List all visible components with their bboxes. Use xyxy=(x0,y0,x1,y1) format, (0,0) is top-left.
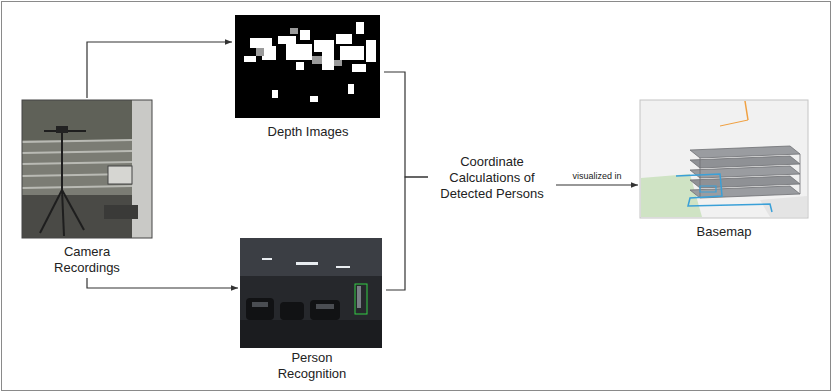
bracket-connector xyxy=(386,177,428,290)
basemap-image xyxy=(640,100,808,218)
parking-garage-photo xyxy=(240,238,382,348)
arrow-connector xyxy=(556,184,638,185)
node-label: Coordinate Calculations of Detected Pers… xyxy=(436,154,548,202)
camera-photo xyxy=(22,100,152,238)
image-node: Person Recognition xyxy=(238,236,386,384)
image-node: Depth Images xyxy=(232,12,384,142)
node-label: Camera Recordings xyxy=(45,244,129,276)
arrow-connector xyxy=(87,42,232,98)
image-node: Camera Recordings xyxy=(18,98,156,278)
edge-label: visualized in xyxy=(570,171,623,182)
image-node: Basemap xyxy=(638,98,810,242)
process-text-node: Coordinate Calculations of Detected Pers… xyxy=(428,150,556,204)
node-label: Depth Images xyxy=(233,124,383,140)
arrow-connector xyxy=(87,278,238,288)
node-label: Person Recognition xyxy=(262,350,362,382)
bracket-connector xyxy=(384,72,428,177)
node-label: Basemap xyxy=(639,224,809,240)
depth-image xyxy=(235,15,380,118)
